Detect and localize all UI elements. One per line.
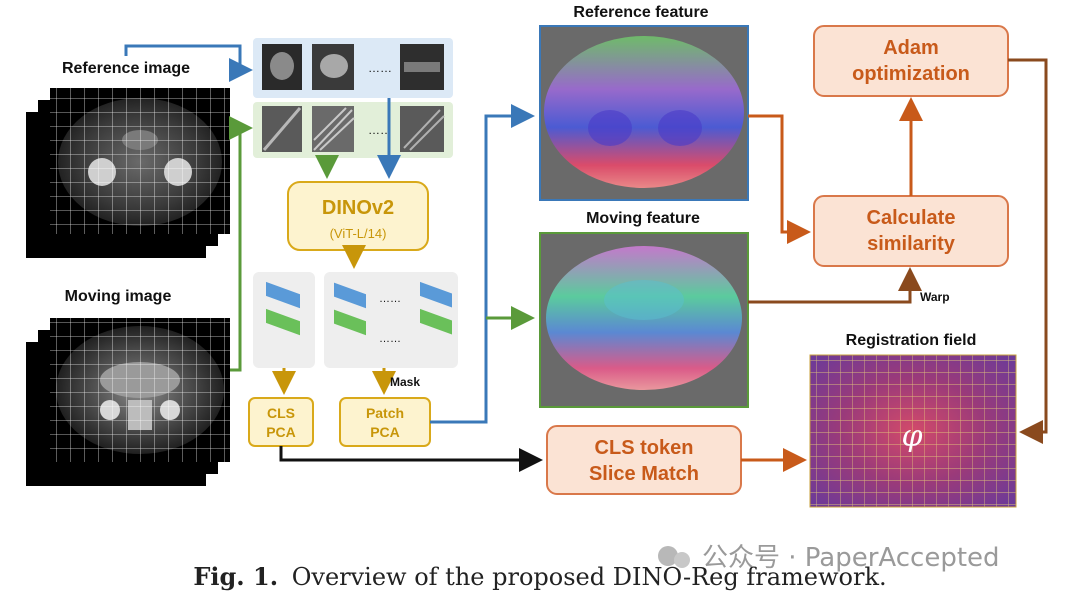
calc-line2: similarity	[867, 233, 956, 255]
patch-pca-line2: PCA	[370, 424, 400, 440]
cls-pca-line1: CLS	[267, 405, 295, 421]
dinov2-title: DINOv2	[322, 197, 394, 219]
moving-feature-map	[539, 232, 749, 408]
watermark: 公众号 · PaperAccepted	[658, 543, 1000, 573]
patch-pca-line1: Patch	[366, 405, 404, 421]
registration-field-map	[809, 354, 1017, 508]
patch-tokens-ellipsis-top: ……	[379, 293, 401, 305]
mask-label: Mask	[390, 375, 420, 389]
patch-tokens-ellipsis-bottom: ……	[379, 333, 401, 345]
moving-patches-panel	[253, 102, 453, 158]
patch-token-panel	[324, 272, 458, 368]
registration-field-label: Registration field	[846, 332, 977, 349]
ref-to-patches-arrow	[124, 44, 253, 82]
reference-feature-map	[539, 25, 749, 201]
adam-line1: Adam	[883, 37, 939, 59]
cls-pca-line2: PCA	[266, 424, 296, 440]
phi-symbol: φ	[901, 419, 922, 454]
cls-token-panel	[253, 272, 315, 368]
watermark-text: 公众号 · PaperAccepted	[702, 543, 1000, 573]
reference-image-label: Reference image	[62, 60, 190, 77]
dinov2-subtitle: (ViT-L/14)	[330, 226, 387, 241]
caption-fig-number: Fig. 1.	[193, 562, 278, 591]
figure-caption: Fig. 1. Overview of the proposed DINO-Re…	[193, 562, 886, 591]
caption-text: Overview of the proposed DINO-Reg framew…	[292, 563, 887, 591]
adam-to-registration-field-arrow	[1008, 58, 1048, 444]
calc-line1: Calculate	[867, 207, 956, 229]
moving-feature-warp-arrow	[748, 267, 922, 304]
reference-image-stack	[26, 88, 230, 258]
moving-feature-label: Moving feature	[586, 210, 700, 227]
moving-image-label: Moving image	[65, 288, 172, 305]
token-cube-blue	[266, 281, 300, 309]
warp-label: Warp	[920, 290, 950, 304]
moving-image-stack	[26, 318, 230, 486]
mov-to-patches-arrow	[229, 116, 253, 372]
reference-patches-panel	[253, 38, 453, 98]
moving-patches-ellipsis: ……	[368, 123, 392, 137]
reference-feature-label: Reference feature	[573, 4, 708, 21]
cls-match-line2: Slice Match	[589, 463, 699, 485]
cls-pca-to-slice-match-arrow	[279, 446, 543, 472]
reference-feature-to-similarity-arrow	[748, 114, 811, 244]
reference-patches-ellipsis: ……	[368, 61, 392, 75]
adam-line2: optimization	[852, 63, 970, 85]
pca-to-reference-feature-arrow	[430, 104, 535, 424]
cls-match-line1: CLS token	[595, 437, 694, 459]
token-cube-green	[266, 308, 300, 336]
